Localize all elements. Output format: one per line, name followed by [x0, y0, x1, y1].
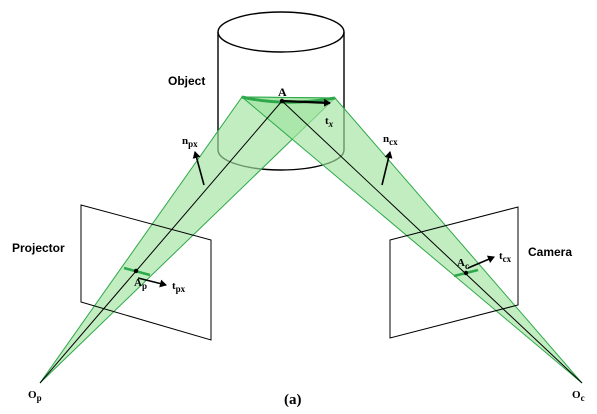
projector-point-dot — [133, 268, 139, 274]
projector-point-label: Ap — [134, 277, 147, 291]
normal-px-arrow — [192, 151, 205, 186]
tangent-x-label: tx — [325, 115, 334, 129]
camera-origin-label: Oc — [572, 389, 585, 403]
point-a-label: A — [278, 85, 287, 99]
projector-tangent-arrow — [137, 277, 167, 288]
normal-cx-arrow — [381, 151, 393, 186]
camera-tangent-label: tcx — [499, 250, 512, 264]
projector-tangent-label: tpx — [172, 280, 186, 294]
camera-light-beam — [240, 96, 583, 384]
cylinder-top — [217, 11, 345, 53]
camera-image-plane — [389, 206, 519, 339]
projector-ray — [39, 100, 283, 384]
projector-label: Projector — [12, 241, 65, 255]
camera-tangent-arrow — [467, 255, 495, 269]
object-label: Object — [168, 74, 205, 88]
camera-ray — [281, 100, 583, 384]
projector-origin-label: Op — [28, 389, 42, 403]
projector-image-plane — [80, 204, 212, 341]
figure-caption: (a) — [284, 392, 302, 408]
normal-cx-label: ncx — [383, 133, 398, 147]
tangent-x-arrow — [281, 98, 331, 107]
normal-px-label: npx — [182, 135, 198, 149]
camera-label: Camera — [528, 245, 572, 259]
camera-point-label: Ac — [457, 257, 469, 271]
camera-point-dot — [463, 270, 469, 276]
